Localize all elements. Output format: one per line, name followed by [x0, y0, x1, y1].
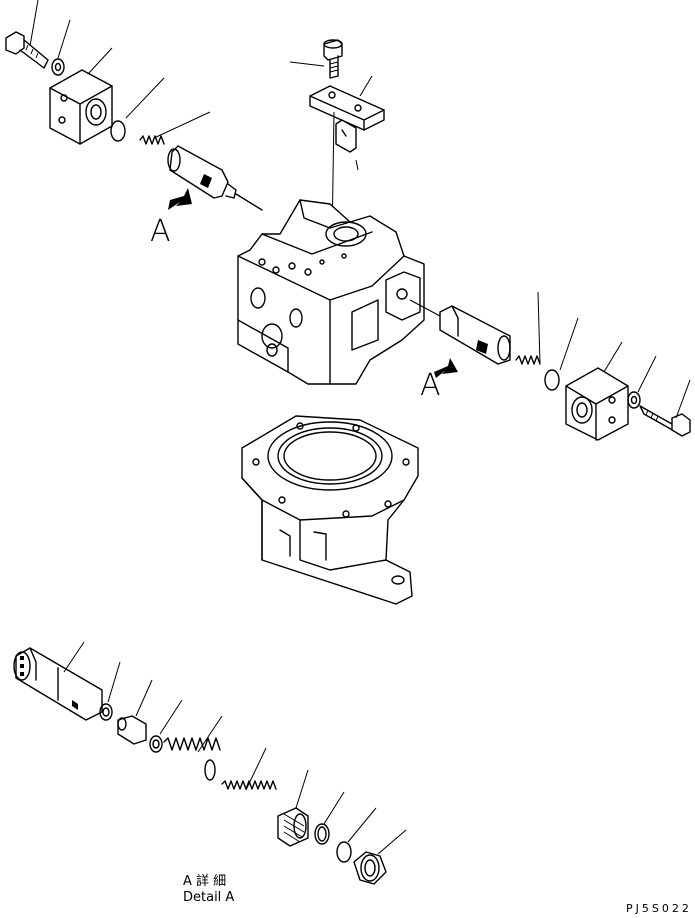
- valve-spool-right: [440, 306, 510, 364]
- detail-o-ring: [337, 842, 351, 862]
- detail-sleeve: [14, 648, 102, 720]
- flange-cover-upper-left: [50, 70, 112, 144]
- o-ring-right: [545, 370, 559, 390]
- view-arrow-lower: [434, 358, 458, 378]
- spring-right: [516, 356, 540, 364]
- cylinder-body: [242, 416, 418, 604]
- detail-spring-large: [164, 738, 220, 780]
- flange-cover-right: [566, 368, 628, 440]
- view-label-a-upper: A: [150, 214, 171, 249]
- bolt-right: [640, 406, 690, 436]
- socket-bolt-top: [324, 40, 342, 78]
- detail-nut: [354, 852, 386, 884]
- bolt-upper-left: [6, 32, 48, 68]
- o-ring-upper-left: [111, 121, 125, 141]
- detail-washer-2: [150, 736, 162, 752]
- axis-line-right: [410, 300, 440, 316]
- detail-washer-1: [100, 704, 112, 720]
- detail-spring-small: [222, 781, 276, 789]
- spring-upper-left: [140, 136, 164, 144]
- detail-plug: [118, 716, 146, 744]
- detail-caption-japanese: A 詳 細: [183, 874, 227, 889]
- valve-spool-upper-left: [168, 146, 262, 210]
- view-arrow-upper: [168, 188, 192, 210]
- leader-plate-top: [360, 76, 372, 96]
- detail-snap-ring: [315, 824, 329, 844]
- leader-lines: [30, 0, 690, 854]
- detail-caption: A 詳 細 Detail A: [183, 874, 234, 906]
- washer-upper-left: [52, 59, 64, 75]
- detail-caption-english: Detail A: [183, 890, 235, 905]
- cover-plate-top: [310, 86, 384, 130]
- detail-spring-seat: [278, 808, 308, 846]
- valve-housing: [238, 200, 424, 384]
- view-label-a-lower: A: [420, 368, 441, 403]
- gasket-top: [336, 120, 358, 170]
- leader-bolt-top: [290, 62, 324, 66]
- drawing-code: PJ5S022: [626, 902, 692, 915]
- washer-right: [628, 392, 640, 408]
